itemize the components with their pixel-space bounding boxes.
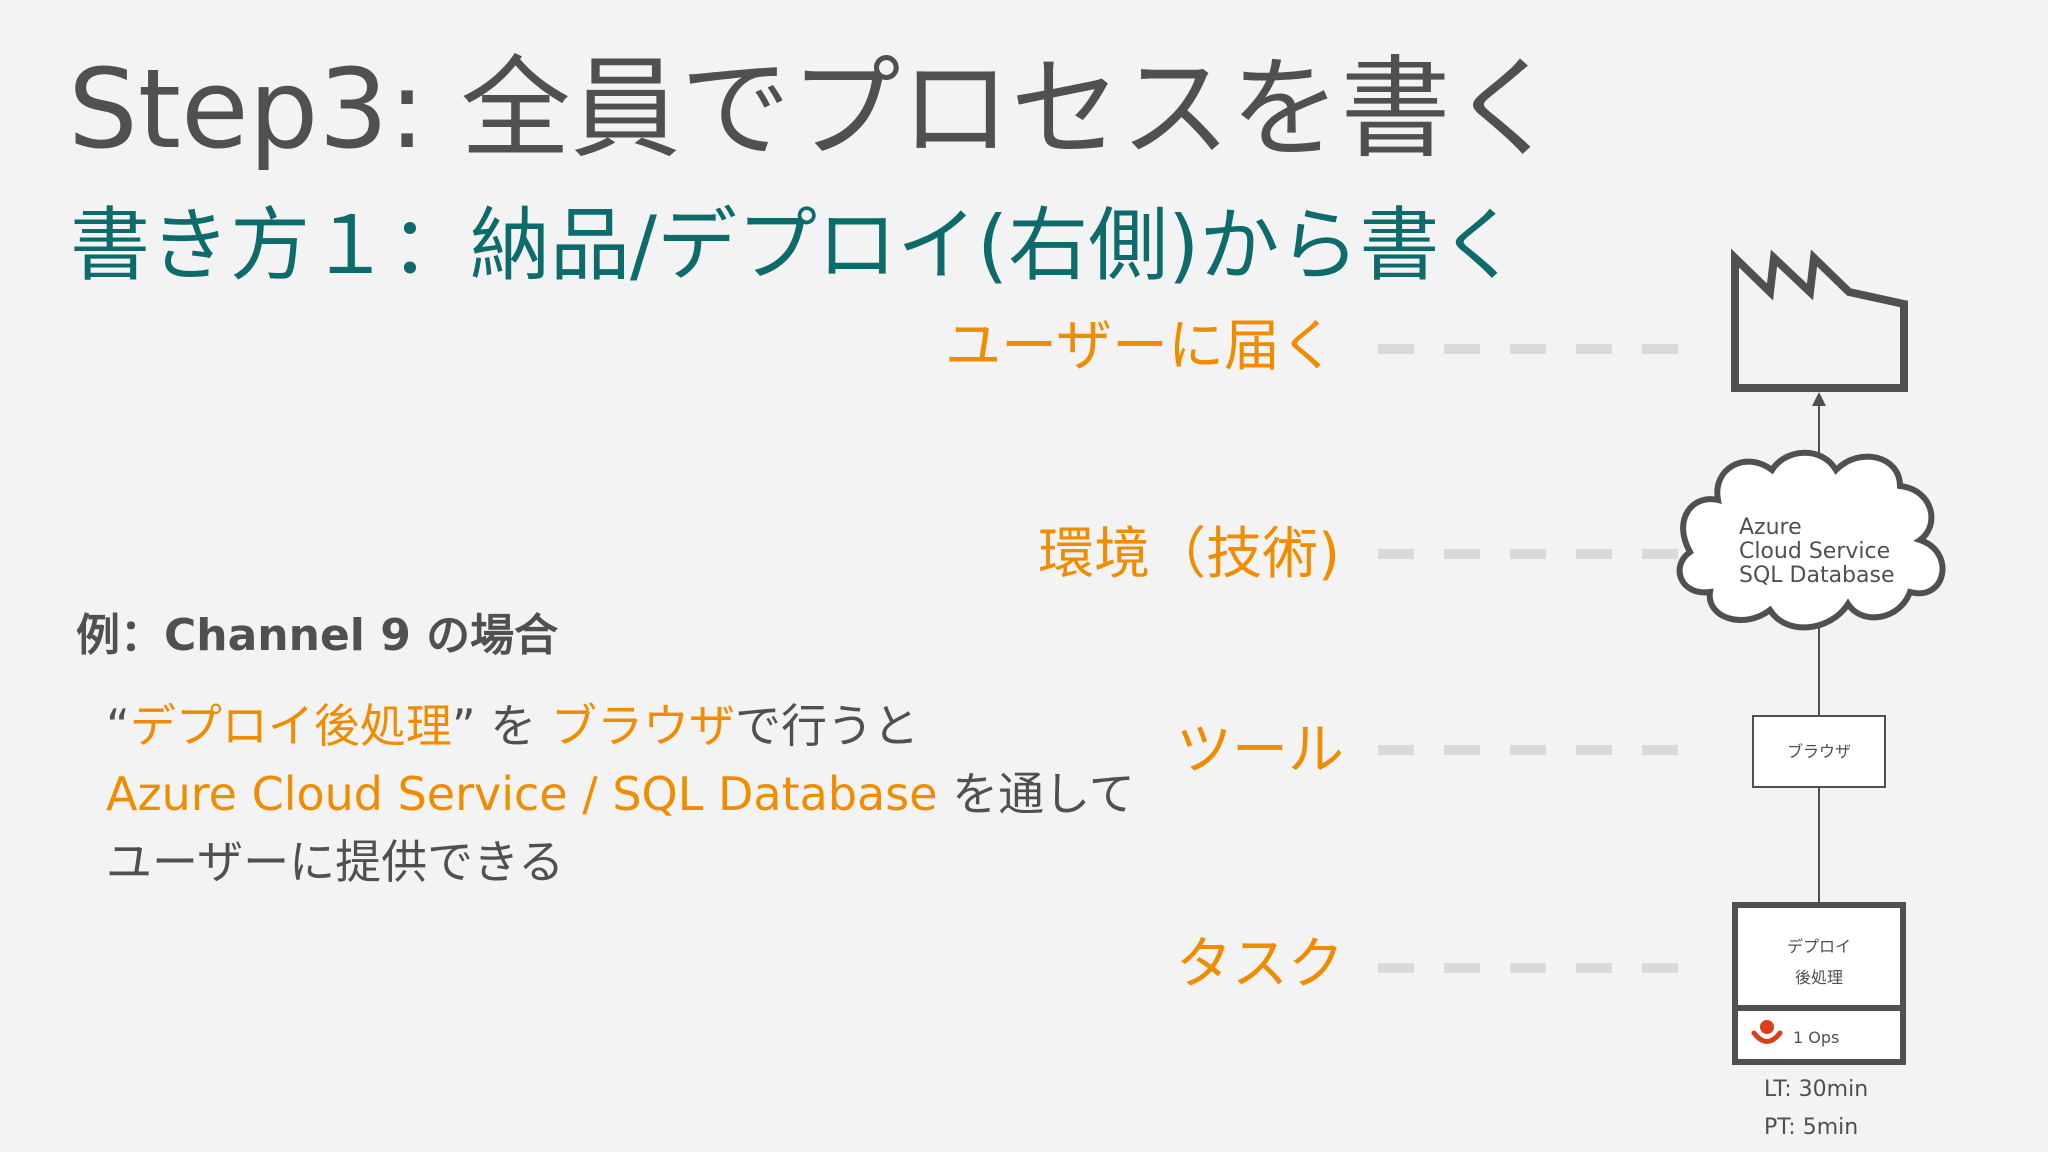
highlight-azure: Azure Cloud Service / SQL Database (106, 767, 938, 821)
text-tail: を通して (937, 767, 1135, 821)
factory-icon (1731, 248, 1908, 392)
quote-close: ” (451, 699, 476, 753)
cloud-text-line-3: SQL Database (1739, 563, 1895, 588)
task-box-line-1: デプロイ (1787, 937, 1851, 956)
example-heading: 例：Channel 9 の場合 (76, 610, 559, 661)
cloud-text-line-1: Azure (1739, 515, 1802, 540)
highlight-deploy-postprocess: デプロイ後処理 (129, 699, 452, 753)
highlight-browser: ブラウザ (550, 699, 735, 753)
lead-time: LT: 30min (1764, 1077, 1868, 1102)
person-icon (1751, 1020, 1783, 1044)
slide-subtitle: 書き方１：納品/デプロイ(右側)から書く (70, 199, 1520, 292)
tool-box-label: ブラウザ (1787, 742, 1851, 761)
row-label-environment: 環境（技術) (1038, 522, 1340, 587)
row-label-user: ユーザーに届く (945, 314, 1336, 379)
slide-title: Step3: 全員でプロセスを書く (68, 45, 1561, 173)
task-box-ops: 1 Ops (1793, 1028, 1839, 1047)
example-line-1: “デプロイ後処理” を ブラウザで行うと (106, 694, 919, 758)
row-label-task: タスク (1176, 932, 1344, 997)
task-box-line-2: 後処理 (1795, 968, 1843, 987)
example-line-2: Azure Cloud Service / SQL Database を通して (106, 762, 1135, 826)
cloud-text-line-2: Cloud Service (1739, 539, 1890, 564)
text-tail: で行うと (734, 699, 919, 753)
cloud-icon (1676, 449, 1946, 631)
arrow-head (1812, 392, 1826, 406)
quote-open: “ (106, 699, 130, 753)
task-box (1732, 902, 1906, 1065)
text-particle: を (475, 699, 551, 753)
example-line-3: ユーザーに提供できる (106, 835, 565, 889)
tool-box (1752, 715, 1886, 788)
process-time: PT: 5min (1764, 1115, 1858, 1140)
row-label-tool: ツール (1176, 718, 1344, 783)
